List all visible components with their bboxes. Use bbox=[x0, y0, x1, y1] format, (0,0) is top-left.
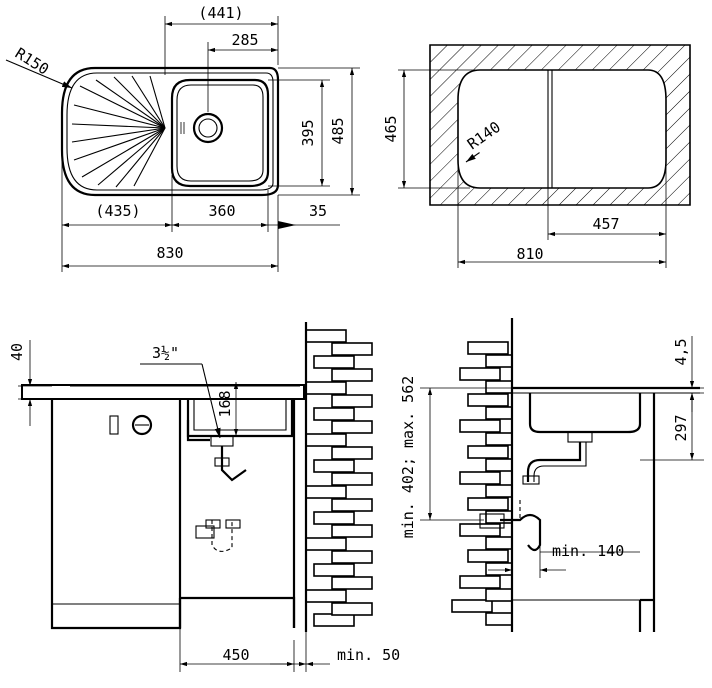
bottom-left-installation-view: 40 3½" 168 450 min. 50 bbox=[8, 322, 400, 672]
dim-35: 35 bbox=[309, 202, 327, 220]
dim-297: 297 bbox=[672, 414, 690, 441]
dim-485: 485 bbox=[329, 117, 347, 144]
bottom-right-installation-view: 4,5 297 min. 402; max. 562 min. 140 bbox=[399, 318, 704, 632]
bowl-inner bbox=[176, 84, 264, 182]
dim-min140: min. 140 bbox=[552, 542, 624, 560]
dim-457: 457 bbox=[592, 215, 619, 233]
dim-830: 830 bbox=[156, 244, 183, 262]
sink-bowl-front bbox=[528, 393, 642, 434]
top-right-cutout-view: 465 R140 457 810 bbox=[382, 44, 691, 268]
dim-435: (435) bbox=[95, 202, 140, 220]
drainer-ribs bbox=[71, 75, 166, 188]
dim-r150: R150 bbox=[12, 44, 52, 78]
brick-wall-left bbox=[305, 329, 373, 627]
brick-wall-right bbox=[451, 341, 513, 626]
countertop-left bbox=[21, 384, 305, 400]
dim-min50: min. 50 bbox=[337, 646, 400, 664]
dim-360: 360 bbox=[208, 202, 235, 220]
dim-pipe: 3½" bbox=[152, 344, 179, 362]
dim-40: 40 bbox=[8, 343, 26, 361]
dim-4-5: 4,5 bbox=[672, 338, 690, 365]
sink-inner-rim bbox=[66, 72, 274, 191]
bowl-outline bbox=[170, 78, 270, 188]
sink-outline bbox=[60, 66, 280, 197]
countertop-hatch bbox=[429, 44, 691, 206]
dim-395: 395 bbox=[299, 119, 317, 146]
drain-outer bbox=[192, 112, 224, 144]
dim-168: 168 bbox=[216, 390, 234, 417]
dim-min402-max562: min. 402; max. 562 bbox=[399, 376, 417, 539]
top-left-plan-view: (441) 285 R150 395 485 (435) 360 35 830 bbox=[5, 4, 360, 272]
dim-465: 465 bbox=[382, 115, 400, 142]
dim-450: 450 bbox=[222, 646, 249, 664]
appliance-knob bbox=[109, 415, 119, 435]
dim-441: (441) bbox=[198, 4, 243, 22]
dim-810: 810 bbox=[516, 245, 543, 263]
drain-inner bbox=[198, 118, 218, 138]
dim-285: 285 bbox=[231, 31, 258, 49]
